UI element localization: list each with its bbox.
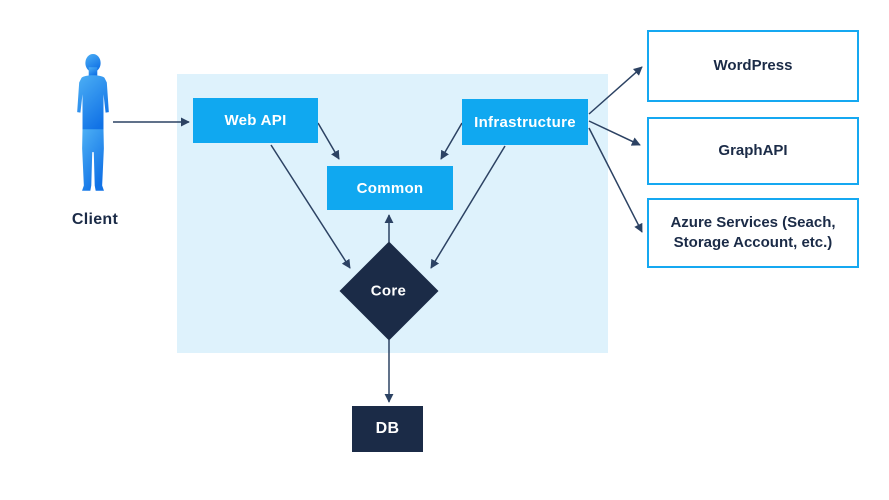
node-db: DB (352, 406, 423, 452)
node-common: Common (327, 166, 453, 210)
external-box-wordpress: WordPress (647, 30, 859, 102)
client-figure (77, 53, 109, 191)
external-box-azure-services: Azure Services (Seach, Storage Account, … (647, 198, 859, 268)
node-web-api-label: Web API (224, 112, 287, 129)
node-db-label: DB (375, 420, 400, 437)
node-web-api: Web API (193, 98, 318, 143)
person-silhouette (77, 53, 109, 191)
external-box-graphapi: GraphAPI (647, 117, 859, 185)
node-common-label: Common (356, 179, 424, 197)
client-label: Client (71, 211, 119, 228)
external-azure-services-label: Azure Services (Seach, Storage Account, … (670, 213, 836, 251)
node-infrastructure: Infrastructure (462, 99, 588, 145)
external-wordpress-label: WordPress (713, 56, 793, 74)
node-infrastructure-label: Infrastructure (474, 113, 576, 131)
node-core-label: Core (371, 282, 407, 300)
external-graphapi-label: GraphAPI (718, 141, 788, 159)
